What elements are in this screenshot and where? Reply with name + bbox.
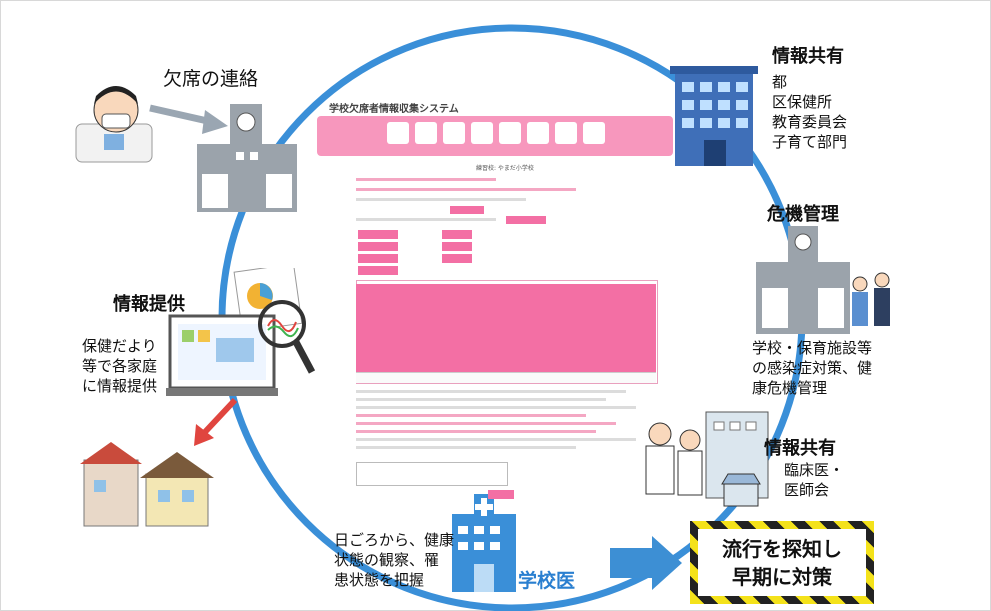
laptop-icon (166, 263, 326, 408)
crisis-desc-line: の感染症対策、健 (752, 359, 873, 377)
absence-table (356, 284, 656, 372)
crisis-desc-line: 学校・保育施設等 (752, 339, 873, 357)
houses-icon (80, 440, 215, 530)
system-title: 学校欠席者情報収集システム (329, 104, 459, 115)
info-share-1-title: 情報共有 (772, 46, 844, 67)
school-name-label: 練習校: やまだ小学校 (476, 165, 534, 172)
system-header: 学校欠席者情報収集システム (317, 92, 673, 160)
result-box: 流行を探知し 早期に対策 (690, 521, 874, 604)
info-provide-desc-line: 保健だより (82, 337, 157, 355)
info-share-2-item: 医師会 (784, 481, 830, 499)
result-line: 流行を探知し (722, 536, 842, 561)
absence-label: 欠席の連絡 (163, 68, 259, 90)
school-doctor-desc-line: 日ごろから、健康 (334, 531, 455, 549)
system-form (356, 172, 658, 502)
info-share-2-title: 情報共有 (764, 438, 836, 459)
hospital-icon (448, 494, 520, 594)
info-share-1-item: 子育て部門 (772, 133, 848, 151)
info-share-2-item: 臨床医・ (784, 461, 845, 479)
info-provide-desc-line: 等で各家庭 (82, 357, 158, 375)
info-share-1-item: 都 (772, 73, 788, 91)
system-header-bar (317, 116, 673, 156)
info-share-1-item: 区保健所 (772, 93, 833, 111)
school-building-icon (192, 104, 302, 214)
crisis-title: 危機管理 (767, 204, 839, 225)
crisis-desc-line: 康危機管理 (752, 379, 828, 397)
system-menu-icons (387, 122, 627, 150)
school-with-people-icon (748, 226, 898, 336)
school-doctor-desc-line: 患状態を把握 (334, 571, 425, 589)
doctors-icon (636, 404, 786, 514)
result-line: 早期に対策 (732, 564, 832, 589)
office-building-icon (670, 58, 760, 168)
info-share-1-item: 教育委員会 (772, 113, 848, 131)
sick-child-icon (74, 74, 154, 164)
info-provide-title: 情報提供 (113, 294, 185, 315)
school-doctor-desc-line: 状態の観察、罹 (334, 551, 440, 569)
school-doctor-label: 学校医 (518, 570, 576, 592)
info-provide-desc-line: に情報提供 (82, 377, 158, 395)
